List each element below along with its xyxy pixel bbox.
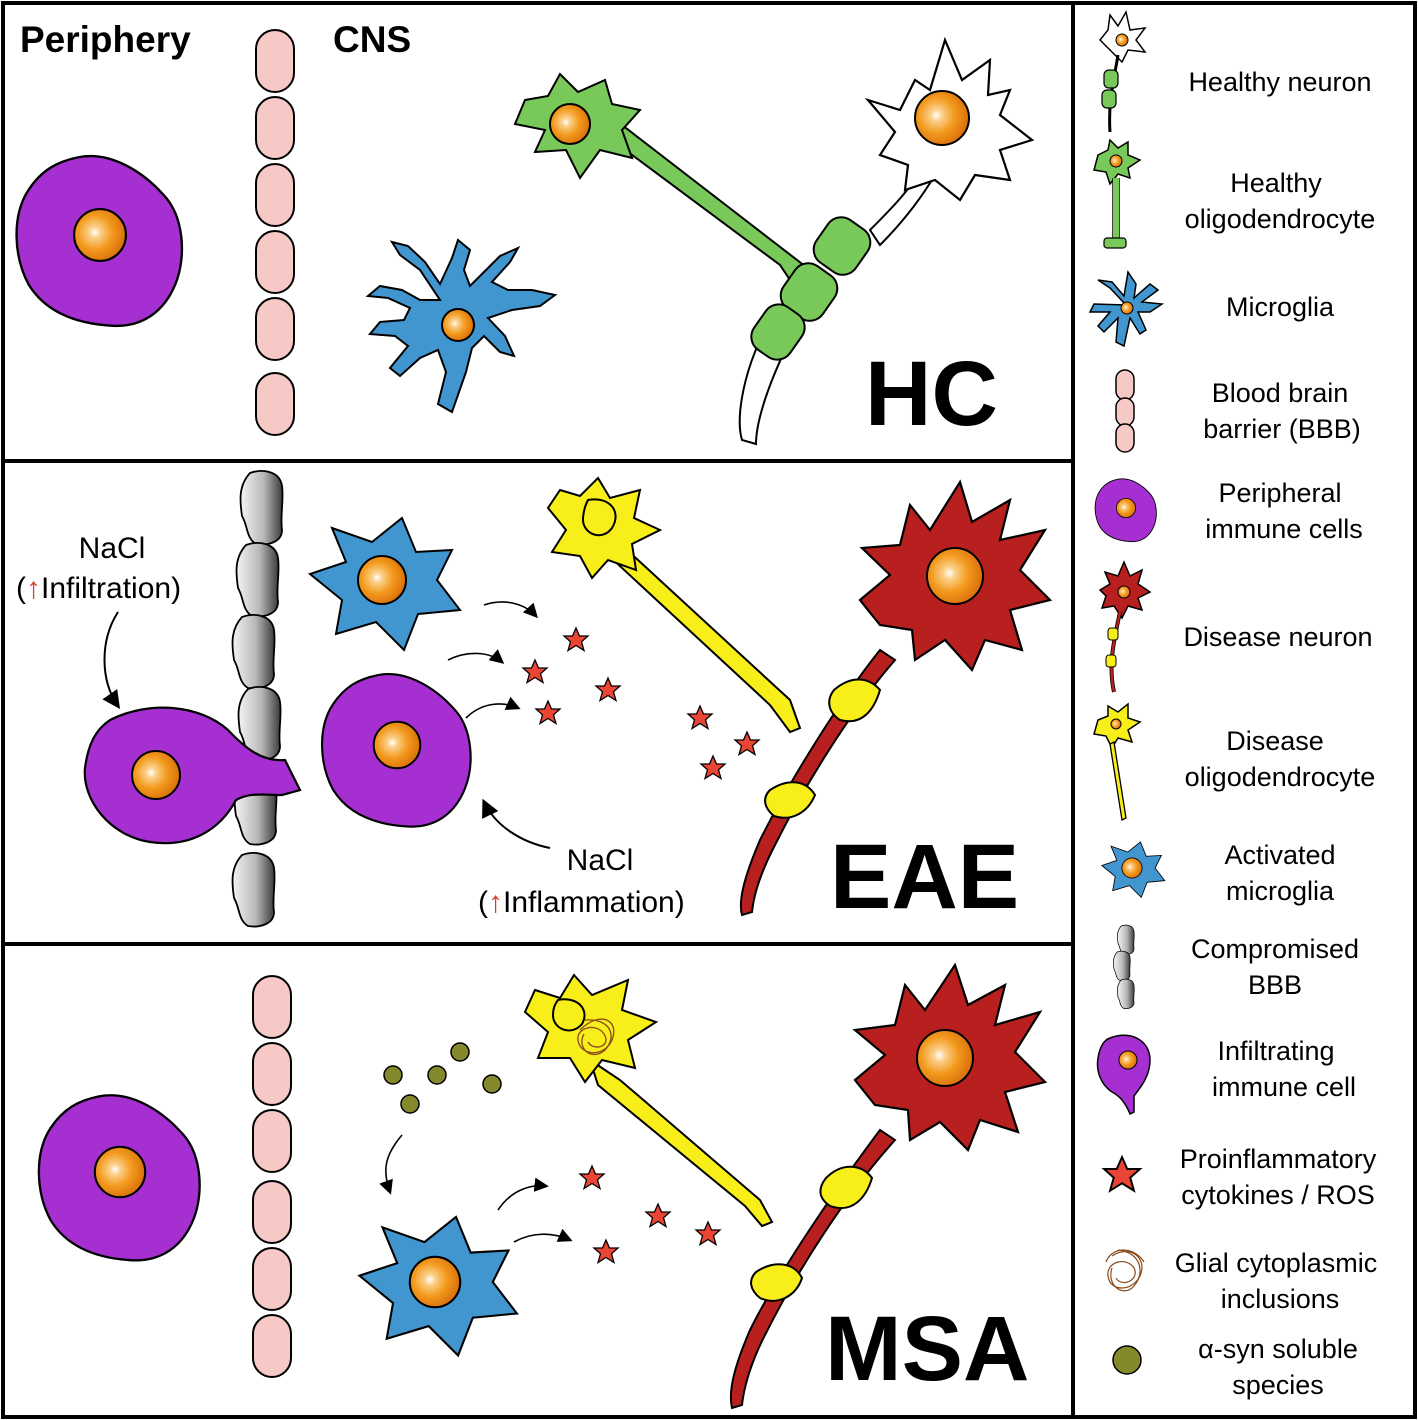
legend-item-label: microglia <box>1226 876 1335 906</box>
legend: Healthy neuron Healthy oligodendrocyte M… <box>1088 9 1378 1400</box>
nacl-inflammation-text: (↑Inflammation) <box>478 886 685 919</box>
healthy-oligodendrocyte <box>513 72 872 361</box>
compromised-bbb-icon <box>1113 924 1135 1009</box>
legend-item-label: Healthy neuron <box>1188 67 1371 97</box>
peripheral-immune-cell-icon <box>1095 479 1156 542</box>
panel-eae: NaCl (↑Infiltration) NaCl (↑Inflammation… <box>16 470 1053 928</box>
legend-item-label: oligodendrocyte <box>1185 762 1376 792</box>
cns-header: CNS <box>333 19 411 60</box>
legend-item-label: immune cell <box>1212 1072 1356 1102</box>
peripheral-immune-cell <box>17 156 182 326</box>
activated-microglia-msa <box>359 1217 517 1356</box>
legend-item-label: Healthy <box>1230 168 1322 198</box>
panel-label-eae: EAE <box>830 826 1019 928</box>
bbb-column <box>255 29 295 436</box>
panel-label-hc: HC <box>865 343 998 445</box>
secretion-arrows <box>447 601 538 719</box>
disease-oligodendrocyte-msa <box>523 973 774 1228</box>
bbb-column-msa <box>252 975 292 1378</box>
legend-item-label: oligodendrocyte <box>1185 204 1376 234</box>
disease-neuron-msa <box>729 962 1048 1410</box>
inflammation-arrow <box>482 798 551 849</box>
legend-item-label: Compromised <box>1191 934 1359 964</box>
legend-item-label: Infiltrating <box>1217 1036 1334 1066</box>
nacl-infiltration-label: NaCl <box>79 532 146 565</box>
disease-oligodendrocyte-icon <box>1093 702 1142 821</box>
legend-item-label: Microglia <box>1226 292 1335 322</box>
legend-item-label: cytokines / ROS <box>1181 1180 1375 1210</box>
peripheral-immune-cell-msa <box>39 1095 200 1260</box>
legend-item-label: barrier (BBB) <box>1203 414 1361 444</box>
infiltrating-immune-cell-icon <box>1096 1034 1151 1116</box>
immune-cell-cns <box>322 674 471 827</box>
healthy-neuron-icon <box>1098 9 1147 133</box>
legend-item-label: Glial cytoplasmic <box>1175 1248 1378 1278</box>
panel-hc: HC <box>17 29 1035 446</box>
periphery-header: Periphery <box>20 19 191 60</box>
activated-microglia <box>310 518 460 650</box>
legend-item-label: Proinflammatory <box>1180 1144 1377 1174</box>
legend-item-label: Activated <box>1224 840 1335 870</box>
gci-icon <box>1105 1249 1145 1292</box>
legend-item-label: BBB <box>1248 970 1302 1000</box>
microglia-icon <box>1088 270 1165 348</box>
asyn-dot-icon <box>1112 1345 1142 1375</box>
legend-item-label: α-syn soluble <box>1198 1334 1358 1364</box>
bbb-icon <box>1115 369 1135 453</box>
healthy-neuron <box>738 36 1035 446</box>
legend-item-label: species <box>1232 1370 1324 1400</box>
compromised-bbb <box>231 470 284 928</box>
gci-inclusion <box>577 1018 615 1056</box>
legend-item-label: immune cells <box>1205 514 1363 544</box>
asyn-species <box>383 1042 502 1114</box>
legend-item-label: Blood brain <box>1212 378 1349 408</box>
cytokines-msa <box>579 1165 721 1264</box>
legend-item-label: inclusions <box>1221 1284 1340 1314</box>
nacl-infiltration-text: (↑Infiltration) <box>16 572 181 605</box>
disease-neuron-icon <box>1098 560 1152 693</box>
disease-neuron-eae <box>739 479 1053 917</box>
infiltration-arrow <box>102 611 121 709</box>
legend-item-label: Disease <box>1226 726 1324 756</box>
secretion-arrows-msa <box>497 1177 573 1243</box>
uptake-arrow <box>379 1134 403 1195</box>
healthy-oligodendrocyte-icon <box>1093 138 1142 249</box>
activated-microglia-icon <box>1102 842 1165 897</box>
disease-oligodendrocyte <box>546 476 802 734</box>
nacl-inflammation-label: NaCl <box>567 844 634 877</box>
legend-item-label: Disease neuron <box>1183 622 1372 652</box>
legend-labels: Healthy neuron Healthy oligodendrocyte M… <box>1175 67 1378 1400</box>
cytokine-star-icon <box>1103 1156 1141 1192</box>
legend-item-label: Peripheral <box>1218 478 1341 508</box>
panel-label-msa: MSA <box>825 1298 1029 1400</box>
microglia <box>365 238 558 414</box>
infiltrating-immune-cell <box>83 706 302 845</box>
panel-msa: MSA <box>39 962 1048 1410</box>
